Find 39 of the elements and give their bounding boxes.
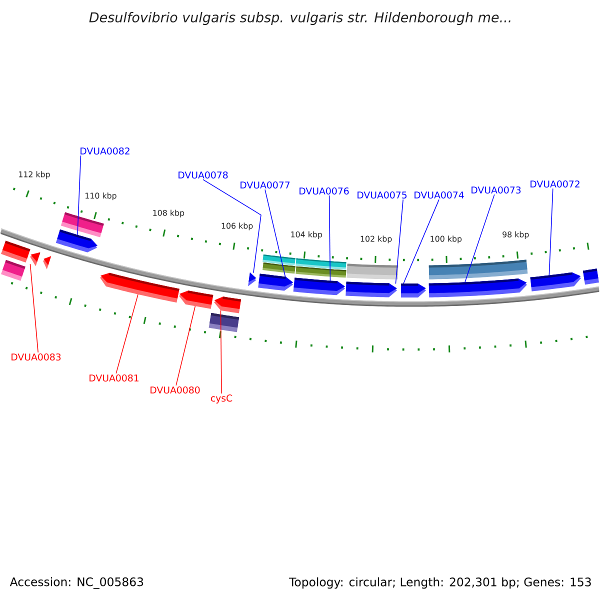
leader-line — [328, 195, 331, 282]
gene-label: DVUA0072 — [530, 180, 580, 188]
gene-feature — [56, 230, 98, 252]
gene-label: DVUA0073 — [472, 186, 521, 194]
leader-line — [548, 188, 554, 276]
leader-line — [264, 189, 286, 278]
footer-text: Accession: NC_005863 — [10, 577, 144, 589]
gene-feature — [100, 272, 180, 303]
leader-line — [176, 306, 196, 386]
leader-line — [116, 294, 138, 374]
footer-text: Topology: circular; Length: 202,301 bp; Genes: 153 — [289, 577, 591, 589]
leader-line — [77, 155, 82, 236]
gene-feature — [248, 272, 256, 286]
gene-label: DVUA0075 — [358, 191, 407, 199]
leader-line — [30, 264, 38, 353]
gene-label: DVUA0077 — [240, 181, 290, 189]
gene-label: DVUA0074 — [414, 191, 464, 199]
gene-label: DVUA0083 — [12, 353, 61, 361]
leader-line — [464, 194, 495, 283]
leader-line — [395, 199, 404, 284]
gene-feature — [428, 278, 527, 298]
gene-label: DVUA0076 — [300, 187, 349, 195]
leader-line — [220, 310, 222, 394]
gene-feature — [214, 296, 241, 314]
gene-label: DVUA0081 — [90, 374, 138, 382]
title: Desulfovibrio vulgaris subsp. vulgaris str. Hildenborough me... — [89, 12, 510, 26]
gene-feature — [293, 278, 346, 296]
gene-feature — [346, 282, 398, 298]
gene-label: cysC — [210, 394, 232, 404]
gene-label: DVUA0082 — [80, 147, 130, 155]
gene-label: DVUA0078 — [178, 171, 228, 179]
gene-label: DVUA0080 — [150, 386, 200, 394]
gene-feature — [179, 290, 214, 309]
gene-feature — [530, 272, 581, 292]
leader-line — [403, 199, 440, 284]
gene-feature — [400, 283, 426, 298]
gene-feature — [30, 252, 40, 266]
leader-line — [202, 179, 262, 274]
gene-feature — [258, 274, 294, 291]
